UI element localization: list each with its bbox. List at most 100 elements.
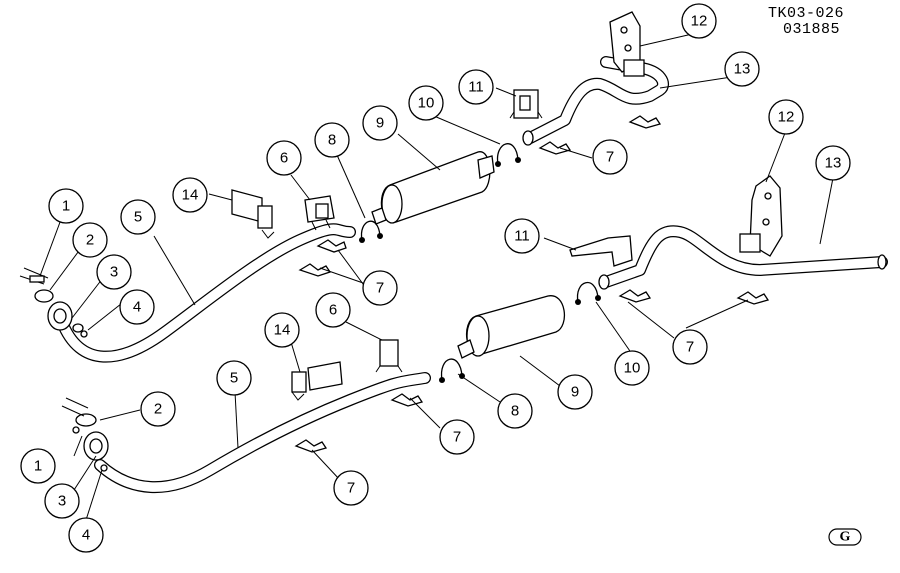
svg-text:3: 3 [110,264,118,281]
manifold-flange-upper [47,301,84,333]
callout-4-upper: 4 [119,289,155,325]
svg-text:5: 5 [134,209,142,226]
callout-5-lower: 5 [216,360,252,396]
svg-text:7: 7 [606,149,614,166]
callout-12-upper: 12 [681,3,717,39]
svg-text:8: 8 [511,403,519,420]
callout-2-upper: 2 [72,222,108,258]
clip-7-lower-a [390,393,424,407]
nut-lower [100,464,108,472]
svg-text:13: 13 [825,155,842,172]
muffler-upper [371,151,495,225]
callout-11-upper: 11 [458,69,494,105]
callout-4-lower: 4 [68,517,104,553]
muffler-lower [457,295,566,359]
u-bolt-clamp-8-upper [359,220,383,243]
callout-8-lower: 8 [497,393,533,429]
callout-1-upper: 1 [48,188,84,224]
front-pipe-lower [94,372,431,493]
brand-logo: G [828,526,862,548]
seal-upper [34,289,54,303]
svg-text:11: 11 [468,79,484,96]
callout-7-upper: 7 [362,270,398,306]
hanger-11-upper [509,89,543,119]
hanger-6-upper [304,195,335,231]
stud-lower-nut [72,426,80,434]
leader-lines [39,31,834,521]
svg-text:5: 5 [230,370,238,387]
callout-10-lower: 10 [614,350,650,386]
svg-text:9: 9 [571,384,579,401]
callout-6-lower: 6 [315,292,351,328]
svg-text:14: 14 [274,322,291,339]
callout-9-upper: 9 [362,105,398,141]
callout-8-upper: 8 [314,122,350,158]
clip-7-tailpipe-upper-b [628,115,662,129]
svg-text:12: 12 [691,13,708,30]
callout-7-tailpipe-lower: 7 [672,329,708,365]
svg-text:9: 9 [376,115,384,132]
callout-6-upper: 6 [266,140,302,176]
callout-3-upper: 3 [96,254,132,290]
front-pipe-upper [56,223,356,363]
svg-text:3: 3 [58,493,66,510]
bracket-12-lower [739,175,783,257]
stud-lower [61,397,89,417]
clip-7-upper [298,239,347,277]
svg-text:1: 1 [34,458,42,475]
u-bolt-clamp-10-upper [495,143,521,167]
callout-7-tailpipe-upper: 7 [592,139,628,175]
callout-7-lower-b: 7 [333,470,369,506]
seal-lower [75,413,97,427]
svg-text:6: 6 [280,150,288,167]
svg-text:7: 7 [347,480,355,497]
svg-text:2: 2 [86,232,94,249]
hanger-bracket-14-upper [231,189,275,239]
svg-text:10: 10 [624,360,641,377]
hanger-11-lower [569,235,633,267]
callout-10-upper: 10 [408,85,444,121]
bracket-12-upper [609,11,645,77]
callout-9-lower: 9 [557,374,593,410]
callout-1-lower: 1 [20,448,56,484]
callout-13-upper: 13 [724,51,760,87]
callout-2-lower: 2 [140,391,176,427]
manifold-flange-lower [83,431,109,461]
hanger-bracket-14-lower [291,361,343,401]
callout-14-upper: 14 [172,177,208,213]
lower-exhaust-assembly [61,175,888,493]
callout-13-lower: 13 [815,145,851,181]
callout-7-lower-a: 7 [439,419,475,455]
svg-text:2: 2 [154,401,162,418]
svg-text:12: 12 [778,109,795,126]
reference-date: 031885 [783,21,841,38]
svg-text:8: 8 [328,132,336,149]
brand-mark-letter: G [840,530,851,545]
callout-5-upper: 5 [120,199,156,235]
svg-text:1: 1 [62,198,70,215]
clip-7-tailpipe-lower-b [736,291,770,305]
clip-7-tailpipe-upper [538,141,572,155]
svg-text:4: 4 [133,299,141,316]
upper-exhaust-assembly [19,11,669,363]
stud-upper [19,267,49,285]
callout-12-lower: 12 [768,99,804,135]
reference-code: TK03-026 [768,5,845,22]
svg-text:7: 7 [686,339,694,356]
hanger-6-lower [375,339,403,373]
tail-pipe-upper [522,56,669,146]
svg-text:11: 11 [514,228,530,245]
nut-upper [80,330,88,338]
u-bolt-clamp-10-lower [575,281,601,305]
svg-text:7: 7 [453,429,461,446]
svg-text:6: 6 [329,302,337,319]
tail-pipe-lower [598,225,888,290]
svg-text:14: 14 [182,187,199,204]
svg-text:4: 4 [82,527,90,544]
callout-11-lower: 11 [504,218,540,254]
clip-7-lower-b [294,439,328,453]
svg-text:7: 7 [376,280,384,297]
svg-text:13: 13 [734,61,751,78]
callout-14-lower: 14 [264,312,300,348]
